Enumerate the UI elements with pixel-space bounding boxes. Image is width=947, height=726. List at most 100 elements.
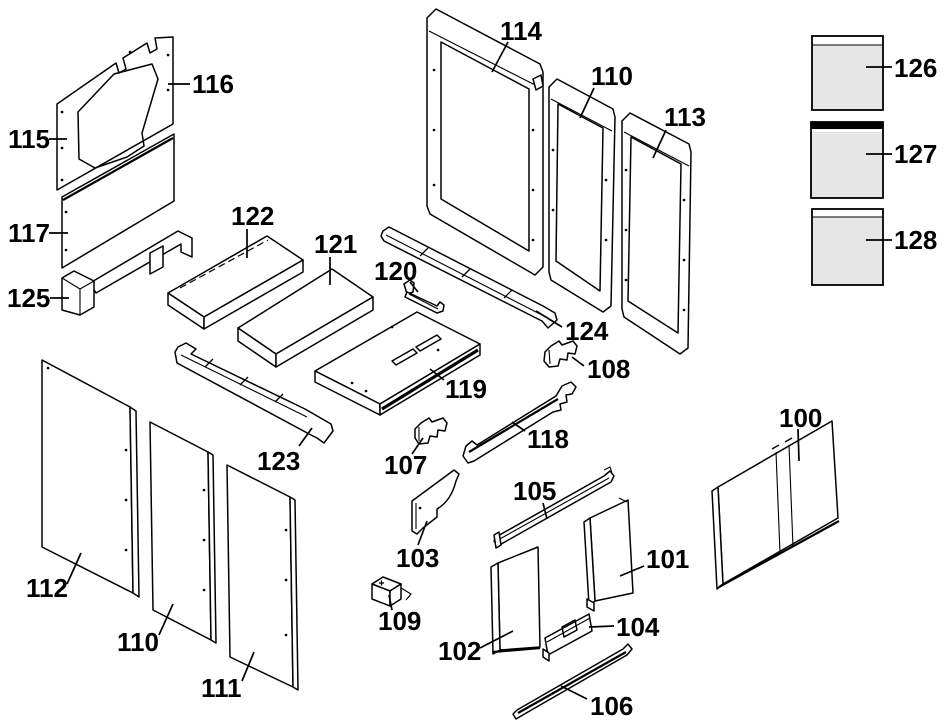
leader-118 [511, 421, 526, 432]
box-flange [400, 587, 412, 601]
rail-inner-line [385, 234, 541, 315]
part-label-127: 127 [894, 139, 937, 169]
frame-outline [621, 112, 692, 355]
box-cross-mark [379, 580, 384, 586]
leader-120 [409, 281, 419, 293]
leader-100 [797, 428, 800, 462]
rivet-dots [624, 168, 686, 312]
panel-face [149, 421, 212, 641]
panel-outline [61, 133, 175, 269]
panel-dark-strip [811, 122, 883, 129]
part-116-panel [56, 36, 174, 191]
part-101-panel [583, 497, 634, 612]
leader-113 [652, 129, 667, 159]
part-110-panel [149, 421, 217, 644]
shelf-dashed-line [179, 239, 269, 289]
bracket-box [61, 270, 95, 316]
panel-top-edge [62, 137, 174, 201]
panel-body [810, 121, 884, 199]
leader-103 [417, 520, 428, 546]
part-label-109: 109 [378, 606, 421, 636]
panel-foot [586, 598, 595, 612]
rivet-dots [46, 366, 128, 552]
rail-ticks [419, 247, 513, 299]
shelf-front-right [275, 296, 374, 368]
tray-slot-2 [415, 334, 442, 352]
rivet-dots [60, 50, 170, 182]
part-labels: 114 110 113 116 115 117 125 122 121 120 … [7, 16, 937, 721]
bracket-body [414, 417, 448, 445]
panel-gap-strip [812, 129, 882, 132]
rail-inner-line [497, 477, 610, 541]
part-label-126: 126 [894, 53, 937, 83]
part-125-bracket [61, 230, 193, 316]
part-label-125: 125 [7, 283, 50, 313]
panel-body [811, 208, 884, 286]
part-105-rail [493, 466, 615, 549]
frame-opening [440, 41, 530, 252]
part-label-110-bottom: 110 [117, 627, 159, 657]
panel-top-tab [618, 497, 628, 503]
bracket-fold [408, 293, 439, 310]
part-108-bracket [543, 340, 578, 368]
part-126-panel [811, 35, 884, 111]
part-102-panel [490, 546, 541, 655]
part-label-107: 107 [384, 450, 427, 480]
leader-lines [49, 41, 892, 700]
part-label-105: 105 [513, 476, 556, 506]
bracket-fold-lines [61, 277, 95, 315]
leader-124 [535, 310, 563, 328]
panel-face [41, 359, 134, 594]
part-label-122: 122 [231, 201, 274, 231]
part-121-shelf [237, 268, 374, 368]
leader-123 [298, 427, 313, 447]
part-label-120: 120 [374, 256, 417, 286]
panel-cutout [77, 63, 159, 169]
leader-109 [388, 594, 393, 611]
panel-top-strip [813, 37, 882, 45]
part-100-panel [711, 420, 840, 590]
panel-bottom-edge [492, 646, 541, 654]
rail-dark-line [517, 651, 627, 714]
part-label-106: 106 [590, 691, 633, 721]
part-112-panel [41, 359, 140, 598]
part-label-110-top: 110 [591, 61, 633, 91]
part-119-tray [314, 311, 481, 416]
part-122-shelf [167, 235, 304, 330]
plate-notch [561, 619, 578, 638]
rail-inner-line [180, 354, 308, 418]
part-127-panel [810, 121, 884, 199]
frame-opening [555, 103, 604, 292]
part-label-117: 117 [8, 218, 50, 248]
part-123-rail [174, 342, 334, 444]
rail-right-tab [603, 466, 613, 474]
leader-107 [411, 437, 424, 455]
leader-106 [560, 685, 588, 700]
part-label-116: 116 [192, 69, 234, 99]
leader-105 [542, 502, 548, 520]
plate-foot [542, 648, 550, 662]
rail-ticks [204, 358, 284, 403]
part-label-119: 119 [445, 374, 487, 404]
rail-dark-line [468, 398, 559, 453]
panel-edge [207, 451, 217, 644]
part-label-113: 113 [664, 102, 706, 132]
plate-fold [546, 617, 591, 643]
panel-edge [289, 496, 299, 691]
bracket-body [543, 340, 578, 368]
rivet-dots [350, 325, 440, 393]
leader-110-top [579, 87, 595, 119]
part-label-108: 108 [587, 354, 630, 384]
panel-bottom-edge [718, 520, 840, 588]
part-label-123: 123 [257, 446, 300, 476]
leader-110-bottom [158, 603, 174, 636]
part-label-103: 103 [396, 543, 439, 573]
tray-slot-1 [391, 348, 418, 366]
bracket-tab [149, 245, 164, 275]
part-label-111: 111 [201, 673, 242, 703]
part-label-124: 124 [565, 316, 609, 346]
leader-119 [429, 368, 445, 381]
bracket-rail [89, 230, 193, 294]
part-111-panel [226, 464, 299, 691]
panel-side [490, 562, 501, 655]
